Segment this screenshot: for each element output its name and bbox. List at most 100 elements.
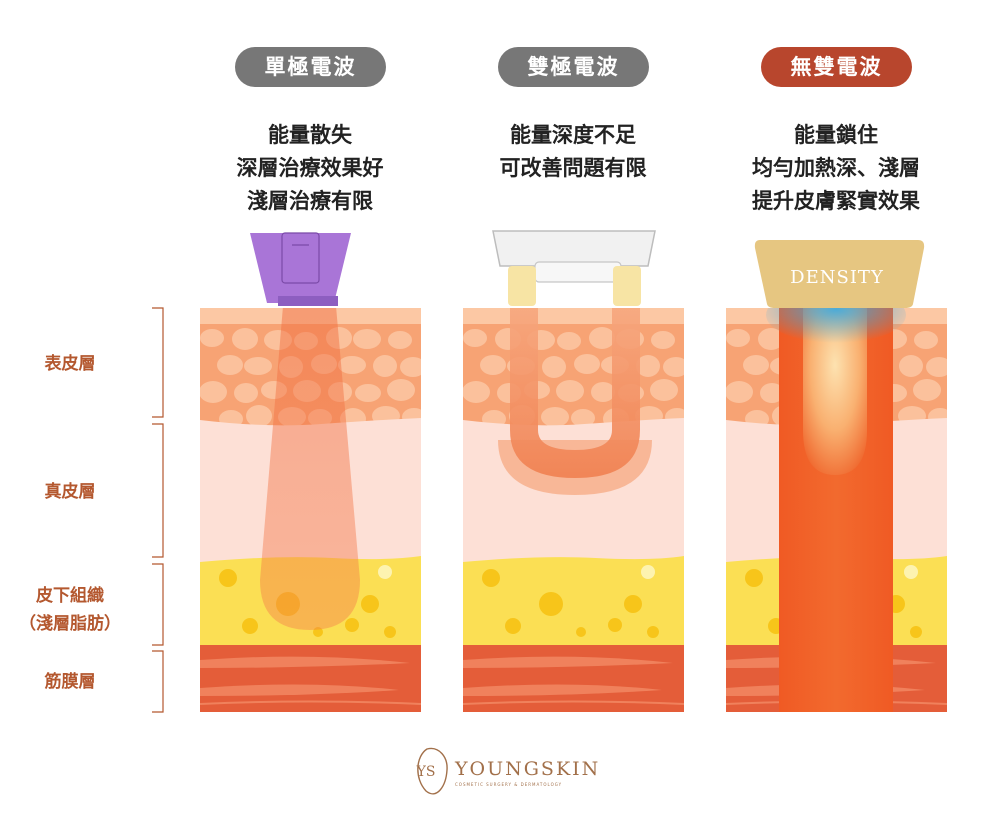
label-epidermis: 表皮層 — [44, 354, 96, 374]
fat-highlight — [641, 565, 655, 579]
epidermis-cell — [338, 356, 366, 374]
fascia-fiber — [463, 700, 684, 705]
epidermis-cell — [217, 355, 243, 375]
epidermis-cell — [571, 409, 595, 427]
epidermis-cell — [541, 407, 569, 427]
epidermis-cell — [200, 381, 227, 403]
label-subcutis-line2: （淺層脂肪） — [19, 614, 121, 634]
brand-block: YOUNGSKIN COSMETIC SURGERY & DERMATOLOGY — [455, 758, 600, 787]
epidermis-cell — [914, 331, 938, 349]
epidermis-cell — [591, 382, 615, 402]
fat-cell — [539, 592, 563, 616]
epidermis-cell — [200, 329, 224, 347]
fat-cell — [219, 569, 237, 587]
epidermis-cell — [244, 357, 272, 375]
skin-layers — [463, 308, 684, 712]
epidermis-cell — [388, 331, 412, 349]
epidermis-cell — [574, 354, 600, 374]
epidermis-cell — [542, 356, 566, 378]
epidermis-cell — [373, 355, 397, 377]
fascia-fiber — [463, 684, 662, 696]
brand-logo-icon: YS — [416, 747, 448, 795]
label-fascia: 筋膜層 — [44, 672, 96, 692]
energy-arc — [510, 308, 640, 478]
epidermis-cell — [913, 379, 941, 401]
density-device — [754, 240, 925, 308]
label-subcutis-line1: 皮下組織 — [36, 586, 104, 606]
brand-name: YOUNGSKIN — [455, 758, 601, 780]
fat-cell — [384, 626, 396, 638]
fat-cell — [242, 618, 258, 634]
fat-cell — [624, 595, 642, 613]
epidermis-cell — [589, 327, 615, 349]
desc-line: 能量鎖住 — [794, 122, 878, 147]
skin-surface — [463, 308, 684, 324]
epidermis-cell — [463, 381, 490, 403]
energy-core — [803, 308, 867, 475]
column-bipolar — [463, 308, 684, 712]
desc-line: 能量深度不足 — [510, 122, 636, 147]
desc-line: 能量散失 — [268, 122, 352, 147]
epidermis-cell — [234, 383, 258, 403]
fat-cell — [608, 618, 622, 632]
epidermis-cell — [353, 329, 381, 349]
title-density: 無雙電波 — [761, 47, 912, 87]
epidermis-cell — [480, 355, 506, 375]
epidermis-cell — [743, 355, 769, 375]
epidermis-cell — [636, 355, 660, 377]
epidermis-cell — [726, 381, 753, 403]
energy-beam — [260, 308, 360, 630]
epidermis-cell — [387, 379, 415, 401]
desc-monopolar: 能量散失 深層治療效果好 淺層治療有限 — [180, 118, 440, 217]
desc-line: 可改善問題有限 — [499, 155, 647, 180]
epidermis-cell — [557, 332, 581, 350]
fat-cell — [576, 627, 586, 637]
fat-cell — [647, 626, 659, 638]
epidermis-cell — [400, 357, 421, 377]
label-subcutis: 皮下組織 （淺層脂肪） — [0, 582, 140, 638]
title-bipolar: 雙極電波 — [498, 47, 649, 87]
epidermis-cell — [760, 383, 784, 403]
epidermis-cell — [463, 329, 487, 347]
epidermis-cell — [355, 384, 381, 402]
fat-cell — [482, 569, 500, 587]
layer-brackets — [152, 307, 164, 713]
desc-bipolar: 能量深度不足 可改善問題有限 — [443, 118, 703, 184]
epidermis-cell — [651, 331, 675, 349]
epidermis-cell — [232, 328, 258, 350]
density-device-label: DENSITY — [790, 267, 884, 288]
title-monopolar: 單極電波 — [235, 47, 386, 87]
skin-layers — [200, 308, 421, 712]
desc-density: 能量鎖住 均勻加熱深、淺層 提升皮膚緊實效果 — [706, 118, 966, 217]
label-dermis: 真皮層 — [44, 482, 96, 502]
fat-highlight — [378, 565, 392, 579]
epidermis-cell — [556, 380, 584, 402]
fascia-fiber — [200, 656, 410, 668]
fat-cell — [505, 618, 521, 634]
fat-highlight — [904, 565, 918, 579]
epidermis-cell — [246, 405, 272, 427]
logo-letters: YS — [416, 764, 436, 780]
epidermis-cell — [650, 379, 678, 401]
epidermis-cell — [758, 328, 784, 350]
epidermis-cell — [663, 357, 684, 377]
epidermis-cell — [926, 357, 947, 377]
column-density — [726, 308, 947, 712]
monopolar-device — [250, 232, 351, 306]
brand-tagline: COSMETIC SURGERY & DERMATOLOGY — [455, 782, 563, 787]
desc-line: 均勻加熱深、淺層 — [752, 155, 920, 180]
column-monopolar — [200, 308, 421, 712]
fat-cell — [910, 626, 922, 638]
fascia-fiber — [200, 684, 399, 696]
bipolar-device — [492, 230, 656, 306]
epidermis-cell — [726, 329, 750, 347]
fat-cell — [361, 595, 379, 613]
fat-cell — [345, 618, 359, 632]
desc-line: 提升皮膚緊實效果 — [752, 188, 920, 213]
skin-layers — [726, 308, 947, 712]
fascia-fiber — [200, 700, 421, 705]
epidermis-cell — [899, 355, 923, 377]
desc-line: 淺層治療有限 — [247, 188, 373, 213]
fascia-fiber — [463, 656, 673, 668]
